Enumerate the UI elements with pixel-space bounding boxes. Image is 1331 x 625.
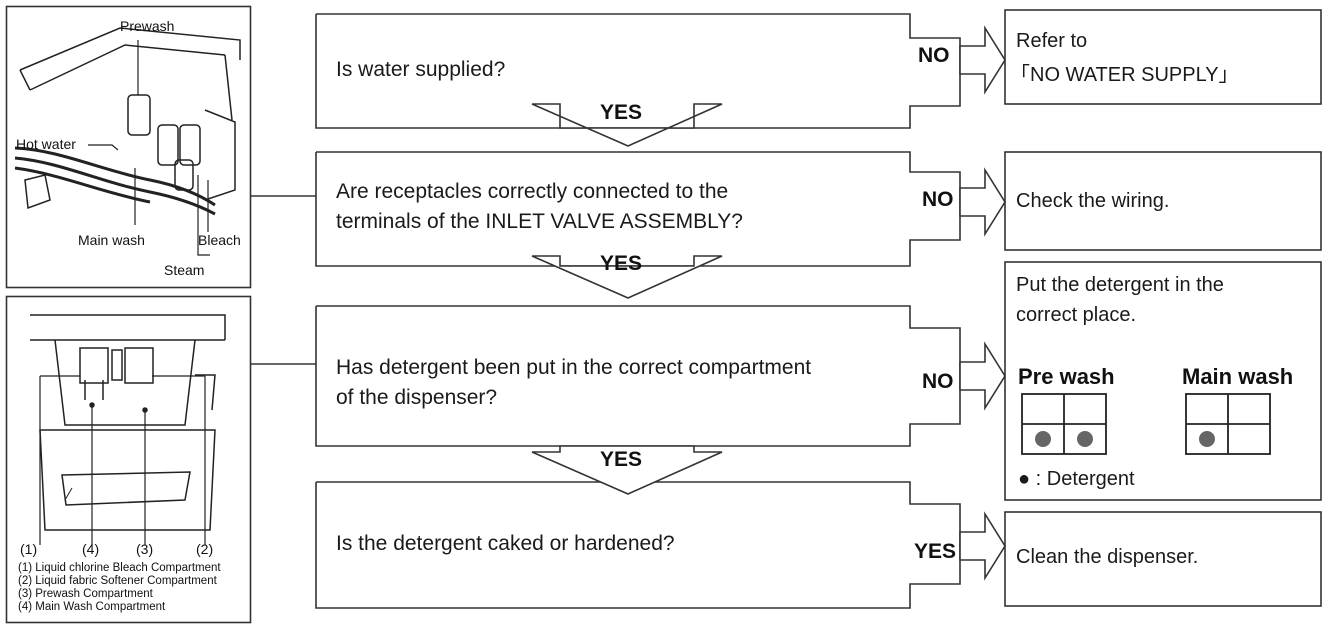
- legend-item: (1) Liquid chlorine Bleach Compartment: [18, 562, 221, 574]
- answer-1-line2: 「NO WATER SUPPLY」: [1010, 64, 1239, 86]
- callout-2: (2): [196, 541, 214, 557]
- question-box-outlines: [315, 13, 961, 609]
- yes-label-3: YES: [600, 448, 643, 471]
- right-arrows: [959, 25, 1006, 581]
- legend-item: (3) Prewash Compartment: [18, 588, 153, 600]
- callout-4: (4): [82, 541, 100, 557]
- answer-1-line1: Refer to: [1016, 30, 1088, 52]
- label-bleach: Bleach: [198, 232, 241, 248]
- dispenser-picture-frame: [5, 295, 252, 624]
- prewash-diagram-label: Pre wash: [1018, 364, 1115, 389]
- detergent-dot: [1035, 431, 1051, 447]
- label-steam: Steam: [164, 262, 205, 278]
- question-detergent-line1: Has detergent been put in the correct co…: [336, 356, 812, 379]
- dispenser-illustration: [30, 314, 226, 545]
- inlet-valve-picture-frame: [5, 5, 252, 289]
- answer-3-line2: correct place.: [1016, 304, 1137, 326]
- question-caked: Is the detergent caked or hardened?: [336, 532, 675, 555]
- yes-label-1: YES: [600, 101, 643, 124]
- branch-no-1: NO: [918, 44, 950, 67]
- question-receptacles-line2: terminals of the INLET VALVE ASSEMBLY?: [336, 210, 743, 233]
- answer-box-outlines: [1004, 9, 1322, 607]
- question-water-supplied: Is water supplied?: [336, 58, 506, 81]
- callout-1: (1): [20, 541, 38, 557]
- inlet-valve-illustration: [14, 27, 241, 256]
- yes-label-2: YES: [600, 252, 643, 275]
- detergent-dot: [1077, 431, 1093, 447]
- callout-3: (3): [136, 541, 154, 557]
- branch-no-2: NO: [922, 188, 954, 211]
- label-prewash: Prewash: [120, 18, 175, 34]
- question-receptacles-line1: Are receptacles correctly connected to t…: [336, 180, 729, 203]
- answer-clean-dispenser: Clean the dispenser.: [1016, 546, 1199, 568]
- label-main-wash: Main wash: [78, 232, 145, 248]
- detergent-dots: [1035, 431, 1215, 447]
- legend-item: (2) Liquid fabric Softener Compartment: [18, 575, 217, 587]
- label-hot-water: Hot water: [16, 136, 76, 152]
- branch-no-3: NO: [922, 370, 954, 393]
- down-arrows: [531, 103, 723, 495]
- legend-item: (4) Main Wash Compartment: [18, 601, 166, 613]
- branch-yes-4: YES: [914, 540, 957, 563]
- answer-3-line1: Put the detergent in the: [1016, 274, 1224, 296]
- question-detergent-line2: of the dispenser?: [336, 386, 498, 409]
- mainwash-diagram-label: Main wash: [1182, 364, 1294, 389]
- detergent-compartment-grids: [1021, 393, 1271, 455]
- answer-check-wiring: Check the wiring.: [1016, 190, 1170, 212]
- detergent-legend: ● : Detergent: [1018, 468, 1135, 490]
- detergent-dot: [1199, 431, 1215, 447]
